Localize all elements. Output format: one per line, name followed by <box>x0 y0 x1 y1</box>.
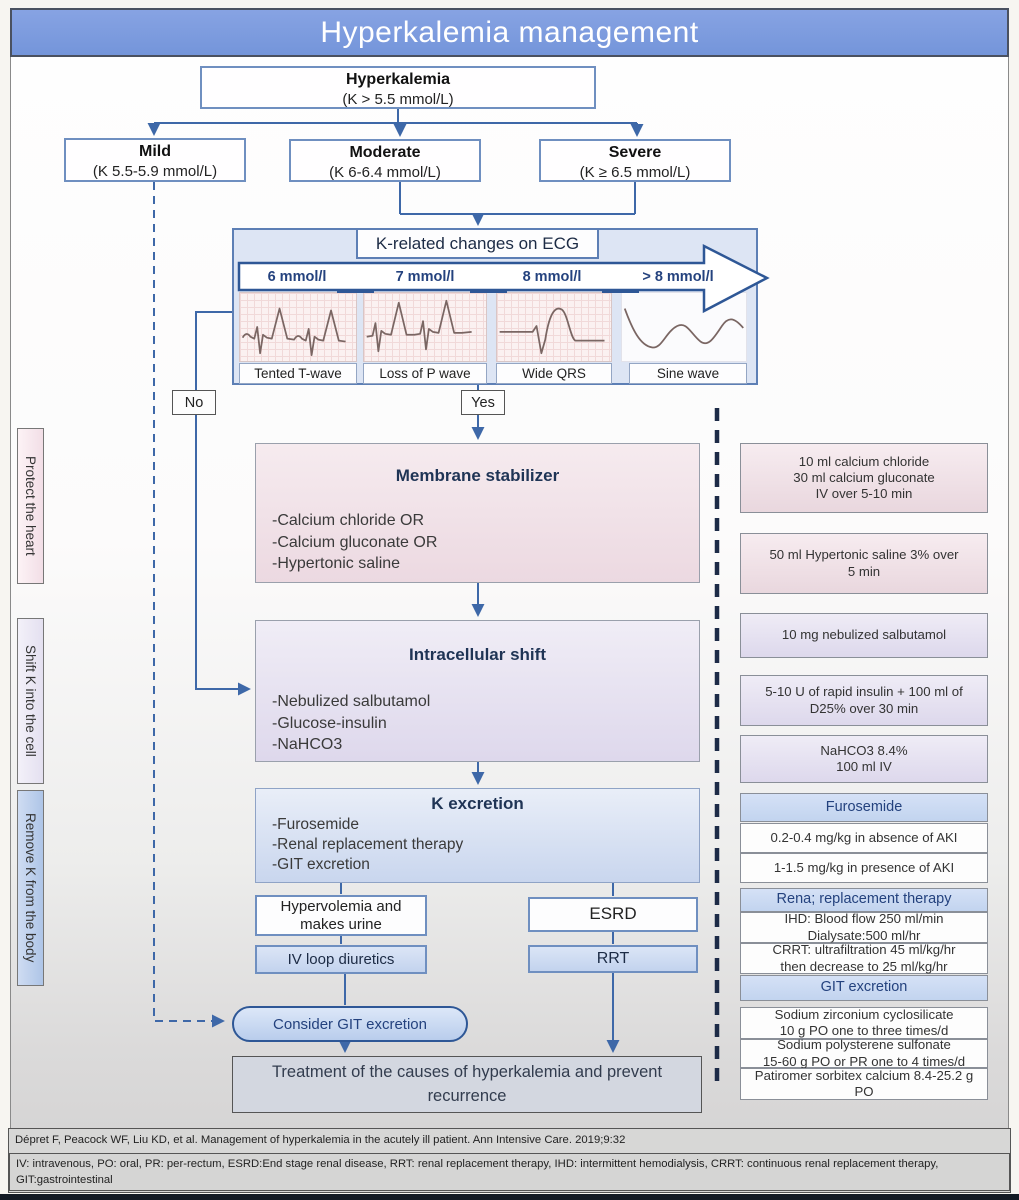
dose-hypertonic-saline: 50 ml Hypertonic saline 3% over 5 min <box>740 533 988 594</box>
ecg-strip-wide-qrs <box>496 292 612 362</box>
ecg-panel: 6 mmol/l 7 mmol/l 8 mmol/l > 8 mmol/l K-… <box>232 228 770 385</box>
action-rrt: RRT <box>528 945 698 973</box>
dose-salbutamol: 10 mg nebulized salbutamol <box>740 613 988 658</box>
dose-header-furosemide: Furosemide <box>740 793 988 822</box>
dose-header-renal-replacement: Rena; replacement therapy <box>740 888 988 912</box>
ecg-level-label: 6 mmol/l <box>267 268 327 285</box>
bottom-dark-strip <box>0 1194 1019 1200</box>
ecg-header: K-related changes on ECG <box>356 228 599 259</box>
ecg-finding-label: Loss of P wave <box>363 363 487 384</box>
dose-insulin-dextrose: 5-10 U of rapid insulin + 100 ml of D25%… <box>740 675 988 726</box>
stage-item: -GIT excretion <box>272 856 370 874</box>
root-node-hyperkalemia: Hyperkalemia (K > 5.5 mmol/L) <box>200 66 596 109</box>
title-bar: Hyperkalemia management <box>10 8 1009 57</box>
tented-t-wave-graphic <box>241 307 346 357</box>
ecg-finding-label: Wide QRS <box>496 363 612 384</box>
dose-header-git-excretion: GIT excretion <box>740 975 988 1001</box>
stage-item: -Hypertonic saline <box>272 555 401 573</box>
decision-no-box: No <box>172 390 216 415</box>
dose-crrt: CRRT: ultrafiltration 45 ml/kg/hr then d… <box>740 942 988 974</box>
footer-abbreviations: IV: intravenous, PO: oral, PR: per-rectu… <box>9 1153 1010 1191</box>
ecg-level-label: 8 mmol/l <box>522 268 582 285</box>
dose-sodium-polysterene: Sodium polysterene sulfonate 15-60 g PO … <box>740 1037 988 1069</box>
wide-qrs-graphic <box>499 307 605 355</box>
stage-item: -Calcium gluconate OR <box>272 533 438 551</box>
side-label-shift-k-into-cell: Shift K into the cell <box>17 618 44 784</box>
dose-furosemide-aki: 1-1.5 mg/kg in presence of AKI <box>740 853 988 883</box>
treatment-node: Treatment of the causes of hyperkalemia … <box>232 1056 702 1113</box>
dose-sodium-zirconium: Sodium zirconium cyclosilicate 10 g PO o… <box>740 1007 988 1039</box>
side-label-protect-the-heart: Protect the heart <box>17 428 44 584</box>
consider-git-excretion-pill: Consider GIT excretion <box>232 1006 468 1042</box>
dose-furosemide-no-aki: 0.2-0.4 mg/kg in absence of AKI <box>740 823 988 853</box>
dose-ihd: IHD: Blood flow 250 ml/min Dialysate:500… <box>740 911 988 943</box>
dose-patiromer: Patiromer sorbitex calcium 8.4-25.2 g PO <box>740 1068 988 1100</box>
branch-hypervolemia: Hypervolemia and makes urine <box>255 895 427 936</box>
loss-of-p-wave-graphic <box>366 299 472 353</box>
ecg-strip-loss-of-p-wave <box>363 292 487 362</box>
branch-esrd: ESRD <box>528 897 698 932</box>
ecg-strip-sine-wave <box>621 292 747 362</box>
stage-membrane-stabilizer: Membrane stabilizer -Calcium chloride OR… <box>255 443 700 583</box>
ecg-finding-label: Tented T-wave <box>239 363 357 384</box>
ecg-strip-tented-t-wave <box>239 292 357 362</box>
severity-node-moderate: Moderate (K 6-6.4 mmol/L) <box>289 139 481 182</box>
severity-node-severe: Severe (K ≥ 6.5 mmol/L) <box>539 139 731 182</box>
ecg-level-label: > 8 mmol/l <box>642 268 714 285</box>
page-title: Hyperkalemia management <box>320 15 699 49</box>
dose-calcium: 10 ml calcium chloride 30 ml calcium glu… <box>740 443 988 513</box>
stage-item: -Furosemide <box>272 816 359 833</box>
severity-node-mild: Mild (K 5.5-5.9 mmol/L) <box>64 138 246 182</box>
sine-wave-graphic <box>623 308 744 349</box>
stage-item: -Calcium chloride OR <box>272 512 425 529</box>
action-iv-loop-diuretics: IV loop diuretics <box>255 945 427 974</box>
decision-yes-box: Yes <box>461 390 505 415</box>
ecg-progression-arrow <box>237 243 770 314</box>
stage-item: -Nebulized salbutamol <box>272 693 431 710</box>
ecg-level-label: 7 mmol/l <box>395 268 455 285</box>
side-label-remove-k-from-body: Remove K from the body <box>17 790 44 986</box>
dose-nahco3: NaHCO3 8.4% 100 ml IV <box>740 735 988 783</box>
stage-intracellular-shift: Intracellular shift -Nebulized salbutamo… <box>255 620 700 762</box>
stage-item: -Glucose-insulin <box>272 714 387 732</box>
ecg-finding-label: Sine wave <box>629 363 747 384</box>
stage-item: -Renal replacement therapy <box>272 836 464 854</box>
stage-item: -NaHCO3 <box>272 736 343 754</box>
stage-k-excretion: K excretion -Furosemide -Renal replaceme… <box>255 788 700 883</box>
